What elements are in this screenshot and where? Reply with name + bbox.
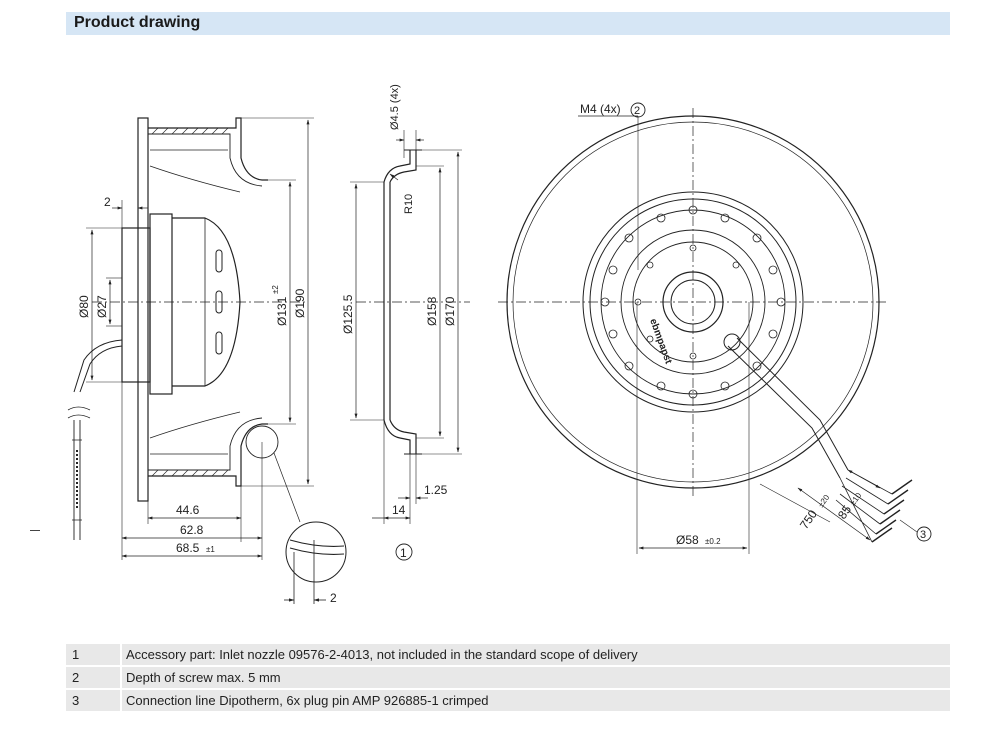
dim-front-d58: Ø58	[676, 533, 699, 547]
dim-front-d58-tol: ±0.2	[705, 537, 721, 546]
dim-side-top2: 2	[104, 195, 111, 209]
dim-front-l85-tol: ±10	[848, 491, 863, 507]
note-number: 2	[66, 667, 122, 688]
note-text: Accessory part: Inlet nozzle 09576-2-401…	[126, 647, 638, 662]
margin-mark	[30, 530, 40, 531]
dim-nozzle-hole: Ø4.5 (4x)	[389, 84, 401, 130]
dim-detail-2: 2	[330, 591, 337, 605]
dim-side-l446: 44.6	[176, 503, 200, 517]
callout-3: 3	[920, 529, 926, 541]
dim-side-d27: Ø27	[95, 295, 109, 318]
callout-1: 1	[400, 546, 407, 560]
dim-nozzle-r10: R10	[403, 194, 415, 214]
dim-front-l750-tol: ±20	[816, 493, 831, 509]
note-row: 2 Depth of screw max. 5 mm	[66, 667, 950, 688]
dim-front-l750: 750	[797, 507, 820, 532]
dim-front-m4: M4 (4x)	[580, 102, 621, 116]
section-header: Product drawing	[66, 12, 950, 35]
dim-side-d131-tol: ±2	[271, 285, 280, 294]
dim-side-d131: Ø131	[275, 296, 289, 326]
note-text: Depth of screw max. 5 mm	[126, 670, 281, 685]
dim-nozzle-d158: Ø158	[425, 296, 439, 326]
note-row: 3 Connection line Dipotherm, 6x plug pin…	[66, 690, 950, 711]
dim-side-l685: 68.5	[176, 541, 200, 555]
dim-nozzle-l14: 14	[392, 503, 406, 517]
dim-side-d190: Ø190	[293, 288, 307, 318]
technical-drawing: 2 Ø80 Ø27 Ø131 ±2 Ø190 44.6 62.8 68.5 ±1…	[67, 84, 932, 605]
dim-nozzle-d1255: Ø125.5	[341, 294, 355, 334]
note-number: 3	[66, 690, 122, 711]
note-number: 1	[66, 644, 122, 665]
note-text: Connection line Dipotherm, 6x plug pin A…	[126, 693, 489, 708]
dim-side-l685-tol: ±1	[206, 545, 215, 554]
notes-table: 1 Accessory part: Inlet nozzle 09576-2-4…	[66, 644, 950, 713]
callout-2: 2	[634, 105, 640, 117]
dim-nozzle-d170: Ø170	[443, 296, 457, 326]
dim-nozzle-l125: 1.25	[424, 483, 448, 497]
side-view	[67, 117, 347, 604]
section-title: Product drawing	[74, 14, 201, 31]
dim-side-l628: 62.8	[180, 523, 204, 537]
dim-side-d80: Ø80	[77, 295, 91, 318]
nozzle-view	[350, 130, 470, 561]
note-row: 1 Accessory part: Inlet nozzle 09576-2-4…	[66, 644, 950, 665]
front-view	[498, 102, 932, 554]
